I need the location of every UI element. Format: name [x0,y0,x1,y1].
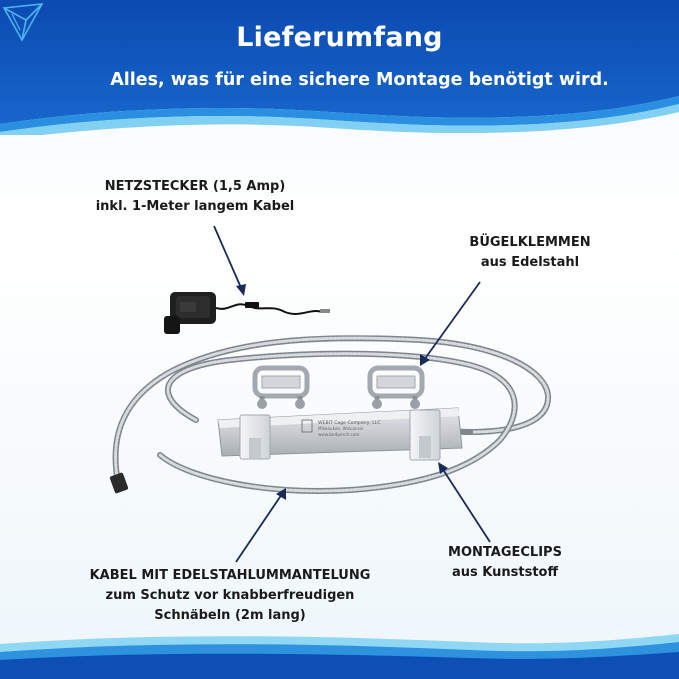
label-buegelklemmen: BÜGELKLEMMEN aus Edelstahl [445,233,615,273]
bar-text-1: WEBIT Cage Company, LLC [318,420,381,426]
label-montageclips-title: MONTAGECLIPS [448,545,562,560]
label-montageclips: MONTAGECLIPS aus Kunststoff [420,543,590,583]
arrow-kabel [235,488,286,563]
label-netzstecker-detail: inkl. 1-Meter langem Kabel [95,199,295,214]
power-adapter [164,292,330,334]
page-title: Lieferumfang [236,22,443,53]
bar-text-3: www.birdperch.com [318,432,359,437]
label-kabel: KABEL MIT EDELSTAHLUMMANTELUNG zum Schut… [70,566,390,626]
label-kabel-detail-2: Schnäbeln (2m lang) [154,608,306,623]
cable-plug-end [109,472,129,494]
header-wave-background [0,0,679,135]
footer-wave [0,634,679,679]
label-montageclips-detail: aus Kunststoff [451,565,558,580]
bird-logo-icon [2,3,44,42]
page-subtitle: Alles, was für eine sichere Montage benö… [110,70,609,90]
label-buegelklemmen-detail: aus Edelstahl [480,255,580,270]
label-buegelklemmen-title: BÜGELKLEMMEN [469,235,591,250]
bar-text-2: Milwaukee, Wisconsin [318,426,364,431]
mounting-clip-left [239,414,271,460]
label-kabel-detail-1: zum Schutz vor knabberfreudigen [105,588,355,603]
aluminum-perch-bar: WEBIT Cage Company, LLC Milwaukee, Wisco… [217,407,463,457]
label-netzstecker-title: NETZSTECKER (1,5 Amp) [104,179,286,194]
u-bolt-clamp-right [367,365,425,409]
header-banner: Lieferumfang Alles, was für eine sichere… [0,0,679,135]
bar-logo-icon [301,419,313,433]
arrow-montageclips [438,462,491,543]
label-kabel-title: KABEL MIT EDELSTAHLUMMANTELUNG [89,568,371,583]
u-bolt-clamp-left [252,365,310,409]
arrow-buegelklemmen [420,281,481,366]
arrow-netzstecker [213,225,246,296]
mounting-clip-right [409,409,441,461]
label-netzstecker: NETZSTECKER (1,5 Amp) inkl. 1-Meter lang… [80,177,310,217]
